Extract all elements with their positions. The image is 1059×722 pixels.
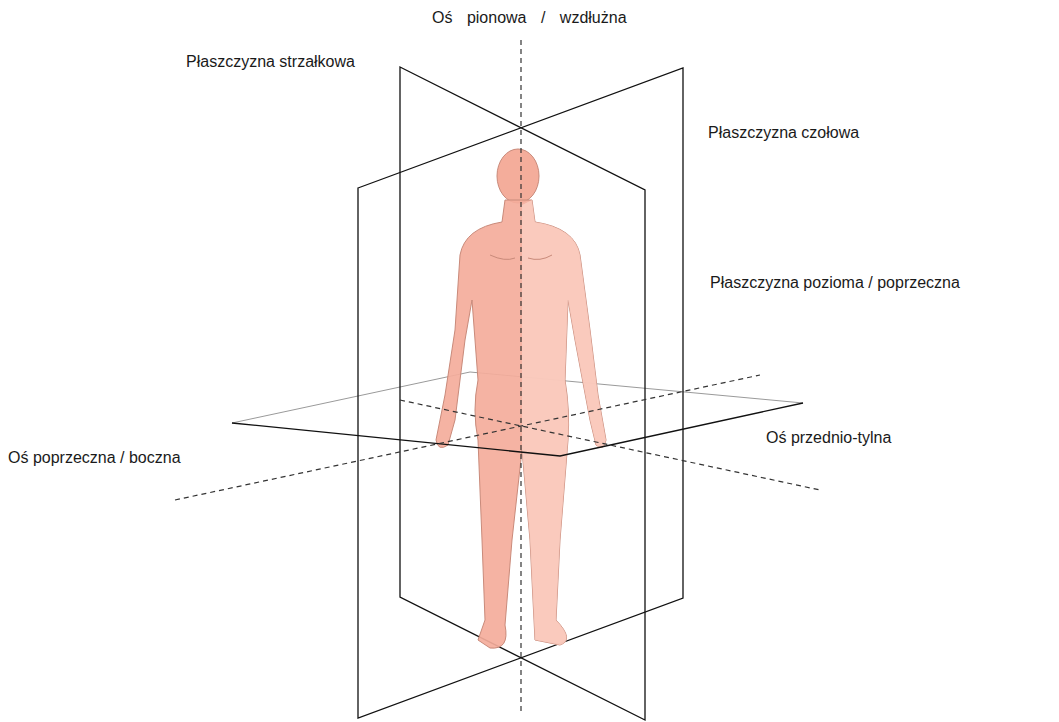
axis-label: Oś pionowa / wzdłużna [430, 8, 629, 27]
axis-label: Oś przednio-tylna [764, 428, 893, 447]
anteroposterior-axis [400, 400, 820, 490]
plane-label: Płaszczyzna strzałkowa [184, 52, 357, 71]
axis-label: Oś poprzeczna / boczna [6, 448, 183, 467]
lateral-axis [175, 375, 760, 500]
plane-label: Płaszczyzna pozioma / poprzeczna [708, 273, 962, 292]
figure-light-side [522, 200, 606, 645]
vertical-axis [520, 40, 521, 715]
sagittal-plane [400, 67, 645, 720]
horizontal-plane-front [232, 403, 803, 456]
plane-label: Płaszczyzna czołowa [706, 123, 861, 142]
figure-head [497, 149, 539, 203]
